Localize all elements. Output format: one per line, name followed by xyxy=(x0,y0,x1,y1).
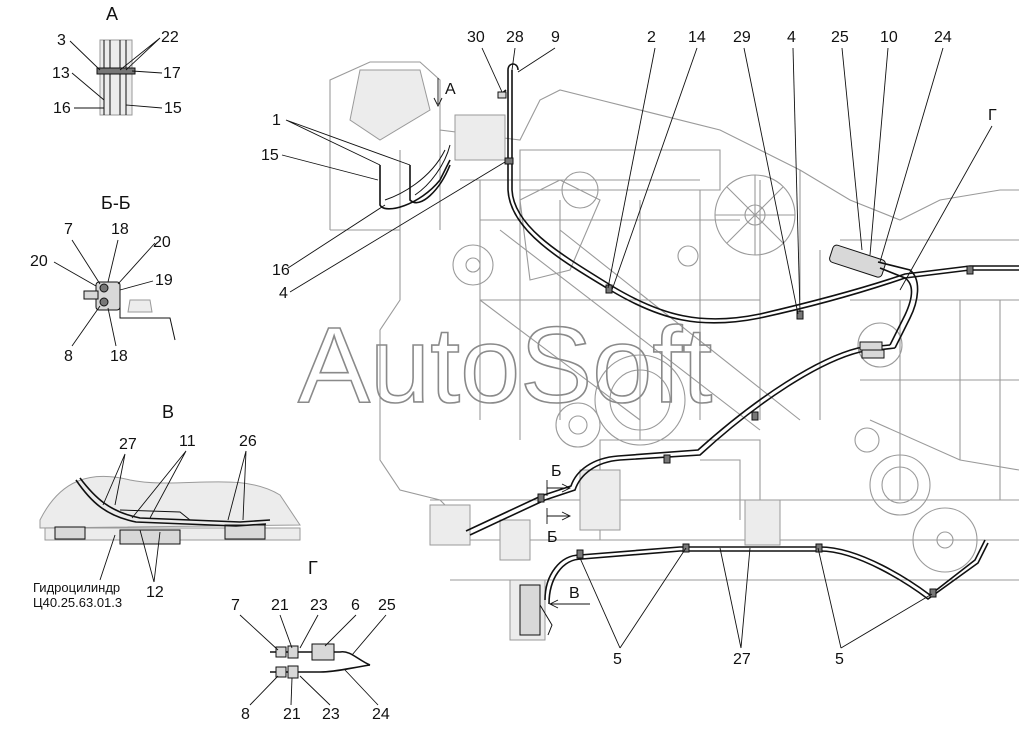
view-a-callout-3: 3 xyxy=(57,32,66,49)
callout-4-top: 4 xyxy=(787,29,796,46)
callout-5-left: 5 xyxy=(613,651,622,668)
view-marker-v: В xyxy=(569,585,580,602)
view-bb-callout-20-right: 20 xyxy=(153,234,171,251)
view-bb-callout-8: 8 xyxy=(64,348,73,365)
view-a-callout-16: 16 xyxy=(53,100,71,117)
view-marker-a: А xyxy=(445,81,456,98)
callout-15: 15 xyxy=(261,147,279,164)
view-a-title: А xyxy=(106,4,118,24)
view-marker-b-bottom: Б xyxy=(547,529,558,546)
view-marker-b-top: Б xyxy=(551,463,562,480)
main-callouts: 30 28 9 2 14 29 4 25 10 24 1 15 16 4 5 2… xyxy=(261,29,997,668)
view-g: Г 7 21 23 6 25 8 21 23 24 xyxy=(231,558,396,723)
view-v-title: В xyxy=(162,402,174,422)
view-v-note-line1: Гидроцилиндр xyxy=(33,580,120,595)
callout-2: 2 xyxy=(647,29,656,46)
view-g-callout-8: 8 xyxy=(241,706,250,723)
view-bb-callout-19: 19 xyxy=(155,272,173,289)
callout-16: 16 xyxy=(272,262,290,279)
watermark: AutoSoft xyxy=(298,304,712,425)
callout-28: 28 xyxy=(506,29,524,46)
callout-24: 24 xyxy=(934,29,952,46)
view-g-callout-24: 24 xyxy=(372,706,390,723)
view-v-note-line2: Ц40.25.63.01.3 xyxy=(33,595,122,610)
callout-14: 14 xyxy=(688,29,706,46)
view-bb-callout-18-top: 18 xyxy=(111,221,129,238)
callout-1: 1 xyxy=(272,112,281,129)
hose-routes xyxy=(379,63,1019,636)
view-bb-callout-20-left: 20 xyxy=(30,253,48,270)
view-a-callout-17: 17 xyxy=(163,65,181,82)
callout-5-right: 5 xyxy=(835,651,844,668)
callout-29: 29 xyxy=(733,29,751,46)
view-a-callout-15: 15 xyxy=(164,100,182,117)
view-g-callout-25: 25 xyxy=(378,597,396,614)
view-v-callout-26: 26 xyxy=(239,433,257,450)
view-bb-callout-18-bottom: 18 xyxy=(110,348,128,365)
view-g-callout-23-top: 23 xyxy=(310,597,328,614)
machine-frame-outline xyxy=(329,61,1019,641)
view-marker-g: Г xyxy=(988,107,997,124)
callout-10: 10 xyxy=(880,29,898,46)
view-a: А 3 22 13 17 16 15 xyxy=(52,4,182,117)
callout-27-bottom: 27 xyxy=(733,651,751,668)
view-g-callout-6: 6 xyxy=(351,597,360,614)
callout-30: 30 xyxy=(467,29,485,46)
view-bb: Б-Б 7 18 20 20 19 8 18 xyxy=(30,193,176,365)
view-bb-title: Б-Б xyxy=(101,193,131,213)
view-g-callout-7: 7 xyxy=(231,597,240,614)
view-v-callout-27: 27 xyxy=(119,436,137,453)
callout-25: 25 xyxy=(831,29,849,46)
pulleys xyxy=(452,171,978,573)
view-g-callout-21-bottom: 21 xyxy=(283,706,301,723)
view-g-title: Г xyxy=(308,558,318,578)
callout-4-left: 4 xyxy=(279,285,288,302)
view-a-callout-13: 13 xyxy=(52,65,70,82)
view-v-callout-11: 11 xyxy=(179,433,196,450)
view-a-callout-22: 22 xyxy=(161,29,179,46)
view-g-callout-23-bottom: 23 xyxy=(322,706,340,723)
view-bb-callout-7: 7 xyxy=(64,221,73,238)
view-v: В 27 11 26 12 Гидроцилиндр Ц40.25.63.01.… xyxy=(33,402,301,610)
callout-9: 9 xyxy=(551,29,560,46)
view-g-callout-21-top: 21 xyxy=(271,597,289,614)
view-v-callout-12: 12 xyxy=(146,584,164,601)
